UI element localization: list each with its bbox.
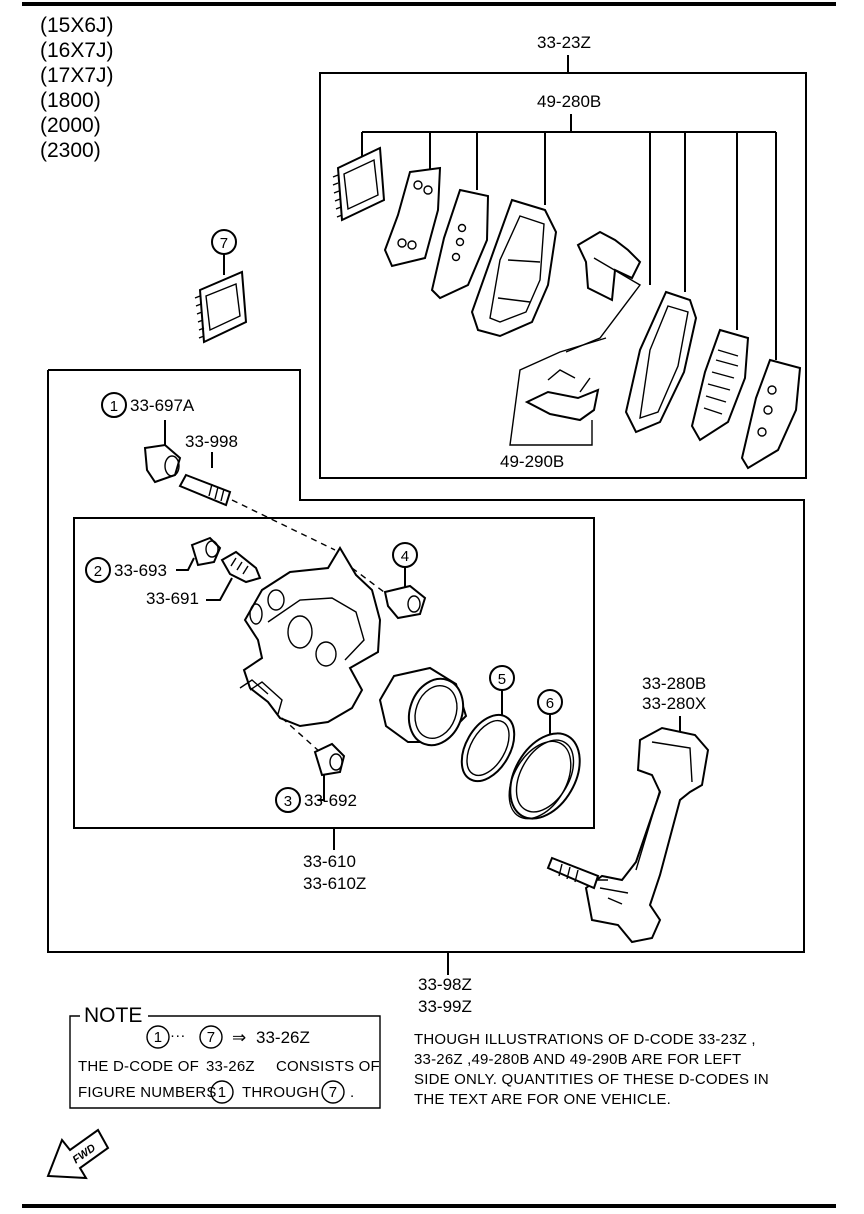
shim-small [332,146,386,222]
note-line1-b: 33-26Z [206,1058,255,1075]
callout-3: 3 [275,787,301,813]
bleeder-screw [220,550,262,584]
label-bushing-2: 33-693 [114,561,167,580]
label-pad-set: 49-280B [537,92,601,111]
pad-clip-lower [524,369,600,422]
note-dots: ··· [170,1027,186,1044]
shim-outer-patterned [690,328,750,442]
label-caliper-2: 33-610Z [303,874,366,893]
svg-text:4: 4 [401,548,410,565]
dust-boot [508,732,581,820]
label-guide-pin: 33-998 [185,432,238,451]
note-callout-1b: 1 [210,1080,234,1104]
label-pad-kit: 33-23Z [537,33,591,52]
callout-6: 6 [537,689,563,715]
variant-2: (16X7J) [40,39,114,62]
label-assembly-2: 33-99Z [418,997,472,1016]
note-callout-7a: 7 [199,1025,223,1049]
svg-text:2: 2 [94,563,103,580]
note-arrow: ⇒ [232,1028,246,1047]
svg-text:1: 1 [110,398,119,415]
note-title: NOTE [84,1004,142,1027]
note-box [69,1015,381,1109]
guide-pin [178,473,232,507]
disclaimer-line-1: THOUGH ILLUSTRATIONS OF D-CODE 33-23Z , [414,1031,756,1048]
variant-1: (15X6J) [40,14,114,37]
caliper-body [239,546,382,728]
piston-seal [460,713,516,783]
callout-1: 1 [101,392,127,418]
brake-pad-outer [624,290,698,434]
variant-5: (2000) [40,114,101,137]
svg-text:3: 3 [284,793,293,810]
bracket-bolt [546,856,600,890]
note-callout-7b: 7 [321,1080,345,1104]
svg-text:1: 1 [218,1084,227,1101]
bushing-2 [190,536,222,567]
label-bleeder: 33-691 [146,589,199,608]
note-line1-c: CONSISTS OF [276,1058,380,1075]
svg-text:7: 7 [220,235,229,252]
shim-callout-7 [194,270,248,344]
disclaimer-line-3: SIDE ONLY. QUANTITIES OF THESE D-CODES I… [414,1071,769,1088]
label-clip-set: 49-290B [500,452,564,471]
variant-list: (15X6J) (16X7J) (17X7J) (1800) (2000) (2… [40,14,114,162]
brake-pad-inner [470,198,558,338]
callout-7: 7 [211,229,237,255]
note-line1-a: THE D-CODE OF [78,1058,199,1075]
callout-5: 5 [489,665,515,691]
disclaimer-line-4: THE TEXT ARE FOR ONE VEHICLE. [414,1091,671,1108]
label-bushing-3: 33-692 [304,791,357,810]
svg-text:7: 7 [329,1084,338,1101]
note-line2-end: . [350,1084,354,1101]
label-bracket-2: 33-280X [642,694,706,713]
fwd-arrow-icon: FWD [46,1128,110,1180]
note-callout-1a: 1 [146,1025,170,1049]
note-kit: 33-26Z [256,1028,310,1047]
svg-text:6: 6 [546,695,555,712]
pad-kit-box [319,72,807,479]
disclaimer: THOUGH ILLUSTRATIONS OF D-CODE 33-23Z , … [414,1031,769,1108]
shim-plate-2 [430,188,490,300]
svg-text:5: 5 [498,671,507,688]
caliper-bracket [584,726,710,944]
variant-6: (2300) [40,139,101,162]
shim-plate-outer [740,358,802,470]
svg-text:1: 1 [154,1029,163,1046]
shim-plate-1 [383,166,442,268]
assembly-box [47,369,805,953]
svg-text:7: 7 [207,1029,216,1046]
label-assembly-1: 33-98Z [418,975,472,994]
note-line2-a: FIGURE NUMBERS [78,1084,217,1101]
callout-2: 2 [85,557,111,583]
variant-4: (1800) [40,89,101,112]
piston [378,666,468,747]
bushing-3 [313,742,346,777]
bushing-1 [143,443,182,484]
label-caliper-1: 33-610 [303,852,356,871]
label-bracket-1: 33-280B [642,674,706,693]
note-line2-b: THROUGH [242,1084,319,1101]
variant-3: (17X7J) [40,64,114,87]
bolt-4 [383,584,427,620]
label-bushing-a: 33-697A [130,396,195,415]
callout-4: 4 [392,542,418,568]
disclaimer-line-2: 33-26Z ,49-280B AND 49-290B ARE FOR LEFT [414,1051,741,1068]
